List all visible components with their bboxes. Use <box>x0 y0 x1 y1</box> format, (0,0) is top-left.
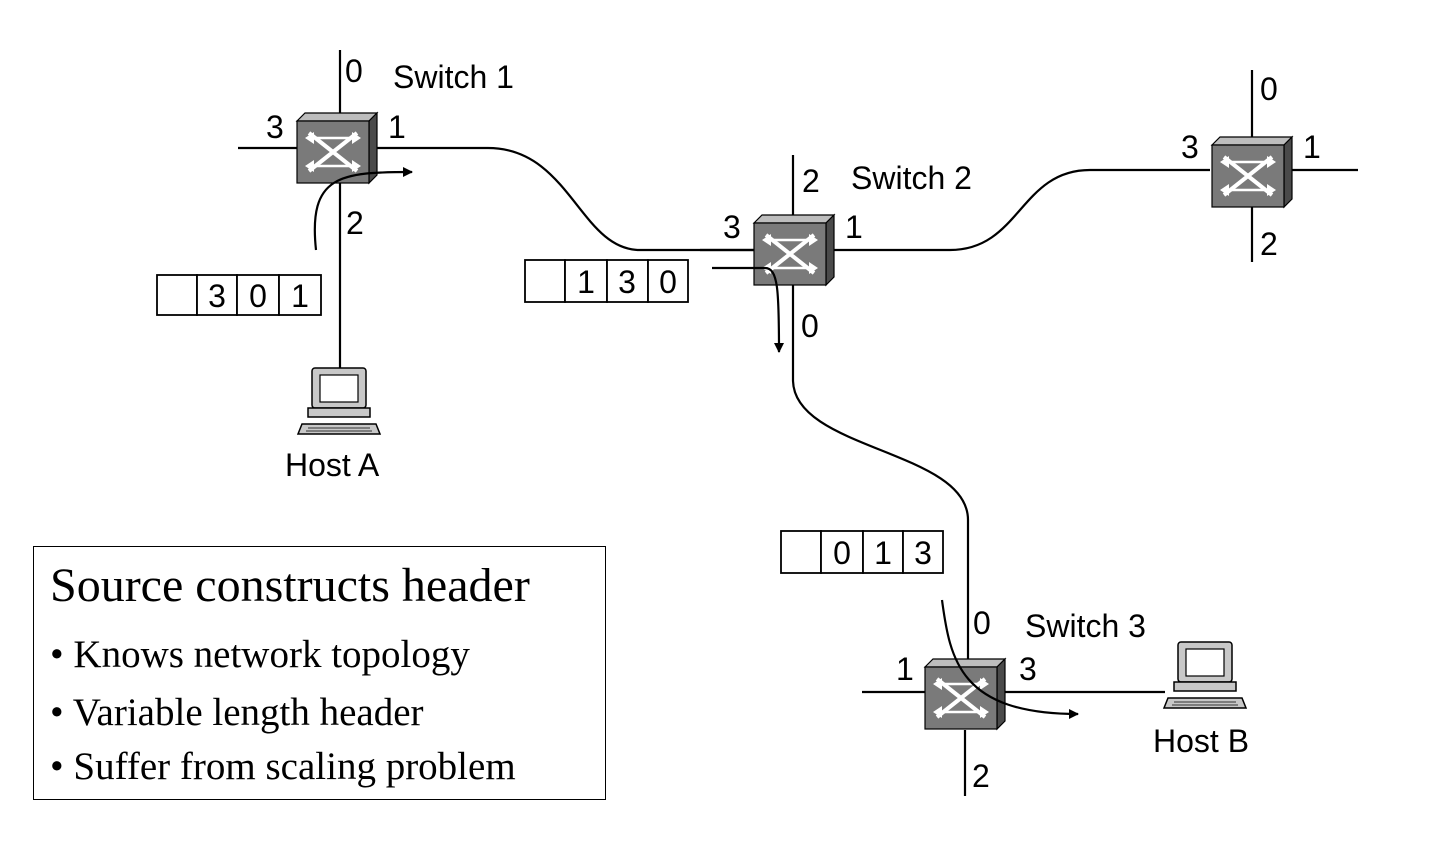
header3-cell-2: 1 <box>874 535 892 571</box>
header1-cell-1: 3 <box>208 278 226 314</box>
switch-2-icon <box>752 213 836 287</box>
link-switch2-switch3 <box>791 283 970 662</box>
switch-1-label: Switch 1 <box>393 59 514 95</box>
header1-cell-2: 0 <box>249 278 267 314</box>
legend-bullet-scaling: • Suffer from scaling problem <box>50 745 516 788</box>
header-box-switch3: 0 1 3 <box>780 530 944 574</box>
header3-cell-3: 3 <box>914 535 932 571</box>
switch1-port-bottom: 2 <box>346 205 364 241</box>
host-a-computer-icon <box>297 367 381 435</box>
switch3-port-left: 1 <box>896 651 914 687</box>
header-box-switch2: 1 3 0 <box>524 259 689 303</box>
switch3-port-bottom: 2 <box>972 758 990 794</box>
switch2-port-left: 3 <box>723 209 741 245</box>
switch1-port-left: 3 <box>266 109 284 145</box>
switch3-port-right: 3 <box>1019 651 1037 687</box>
path-arrow-switch1 <box>313 167 413 251</box>
header3-cell-1: 0 <box>833 535 851 571</box>
header2-cell-3: 0 <box>659 264 677 300</box>
switch4-port-right: 1 <box>1303 129 1321 165</box>
switch-4-icon <box>1210 135 1294 209</box>
packet-path-arrows <box>313 167 1079 719</box>
link-switch2-switch4 <box>830 168 1210 252</box>
switch4-port-top: 0 <box>1260 71 1278 107</box>
path-arrow-switch2 <box>712 266 784 353</box>
switch3-port-top: 0 <box>973 605 991 641</box>
switch2-port-top: 2 <box>802 163 820 199</box>
legend-bullet-topology: • Knows network topology <box>50 633 470 676</box>
host-b-label: Host B <box>1153 723 1249 759</box>
switch4-port-bottom: 2 <box>1260 226 1278 262</box>
header-box-switch1: 3 0 1 <box>156 274 322 316</box>
switch1-port-top: 0 <box>345 53 363 89</box>
port-stubs <box>238 50 1358 796</box>
switch2-port-right: 1 <box>845 209 863 245</box>
port-number-labels: 0 3 1 2 2 3 1 0 0 3 1 2 0 1 3 2 <box>266 53 1321 794</box>
switch2-port-bottom: 0 <box>801 308 819 344</box>
switch-3-icon <box>923 657 1007 731</box>
host-b-computer-icon <box>1163 641 1247 709</box>
legend-bullet-variable-length: • Variable length header <box>50 691 424 734</box>
legend-box: Source constructs header • Knows network… <box>33 546 606 800</box>
host-a-label: Host A <box>285 447 380 483</box>
switch4-port-left: 3 <box>1181 129 1199 165</box>
switch1-port-right: 1 <box>388 109 406 145</box>
header2-cell-1: 1 <box>577 264 595 300</box>
switch-3-label: Switch 3 <box>1025 608 1146 644</box>
link-switch1-switch2 <box>376 146 760 252</box>
header2-cell-2: 3 <box>618 264 636 300</box>
switch-2-label: Switch 2 <box>851 160 972 196</box>
switch-1-icon <box>295 111 379 185</box>
network-links <box>338 146 1210 694</box>
path-arrow-switch3 <box>940 599 1079 719</box>
legend-title: Source constructs header <box>50 559 530 612</box>
header1-cell-3: 1 <box>291 278 309 314</box>
